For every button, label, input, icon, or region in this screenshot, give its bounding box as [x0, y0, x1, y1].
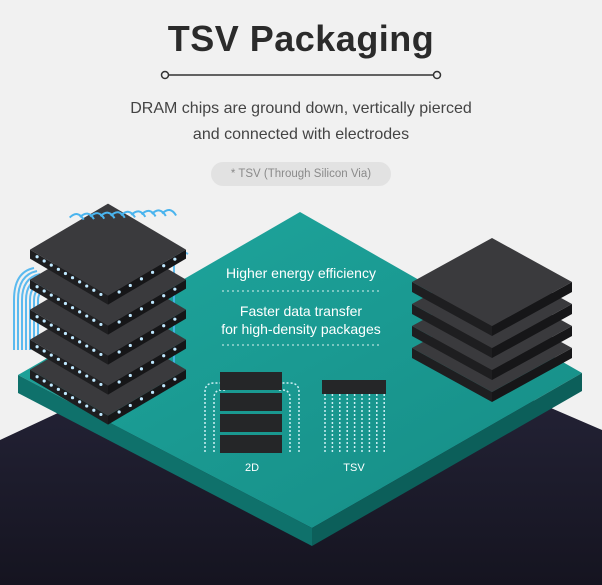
plain-chip-stack	[412, 238, 572, 402]
benefit-energy-efficiency: Higher energy efficiency	[214, 264, 388, 282]
platform	[18, 212, 582, 546]
label-2d: 2D	[244, 462, 260, 474]
2d-package-icon	[204, 372, 300, 453]
platform-left-side	[18, 375, 312, 546]
title-divider	[160, 70, 442, 80]
benefit-data-transfer: Faster data transfer for high-density pa…	[214, 302, 388, 338]
subtitle: DRAM chips are ground down, vertically p…	[0, 96, 602, 148]
benefit-2-line-1: Faster data transfer	[239, 303, 363, 319]
plain-chip-layer	[412, 238, 572, 336]
tsv-definition-note: * TSV (Through Silicon Via)	[211, 162, 391, 186]
benefit-1-text: Higher energy efficiency	[226, 265, 376, 281]
page-title: TSV Packaging	[167, 18, 435, 59]
tsv-chip-stack	[13, 203, 189, 425]
benefit-2-line-2: for high-density packages	[221, 321, 381, 337]
tsv-package-icon	[322, 380, 386, 454]
subtitle-line-2: and connected with electrodes	[192, 126, 410, 143]
label-tsv: TSV	[343, 462, 365, 474]
subtitle-line-1: DRAM chips are ground down, vertically p…	[130, 100, 472, 117]
platform-top	[18, 212, 582, 528]
platform-right-side	[312, 373, 582, 546]
tsv-chip-layer	[30, 203, 186, 305]
